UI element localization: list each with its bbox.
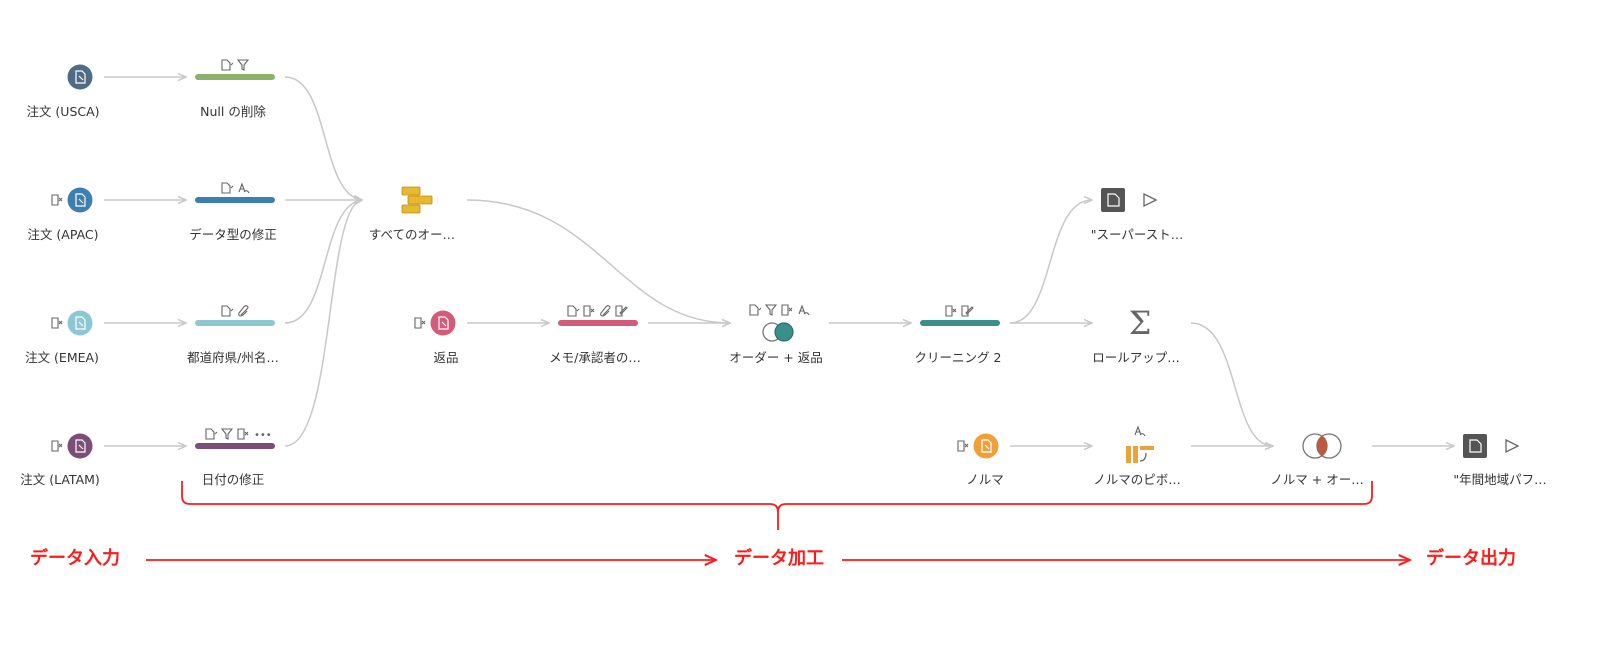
clean-step-memo[interactable] <box>558 305 638 326</box>
file-edit-icon <box>749 304 762 316</box>
more-icon: ••• <box>254 430 272 441</box>
node-label-memo: メモ/承認者の… <box>549 350 641 365</box>
input-node-returns[interactable] <box>414 310 456 336</box>
remove-field-icon <box>583 305 595 317</box>
clean-step-date[interactable]: ••• <box>195 428 275 449</box>
remove-field-icon <box>51 317 63 329</box>
union-icon <box>401 186 433 214</box>
clean-step-region[interactable] <box>195 305 275 326</box>
node-label-rollup: ロールアップ… <box>1092 350 1180 365</box>
node-label-join-orders-returns: オーダー + 返品 <box>729 350 823 365</box>
rename-icon <box>1134 426 1146 437</box>
node-label-null: Null の削除 <box>200 104 266 119</box>
file-edit-icon <box>221 305 234 317</box>
node-label-join-quota: ノルマ + オー… <box>1270 472 1364 487</box>
node-label-output-superstore: "スーパースト… <box>1090 227 1184 242</box>
output-step-superstore[interactable] <box>1101 188 1158 212</box>
remove-field-icon <box>51 194 63 206</box>
pivot-step-quota[interactable] <box>1126 426 1154 463</box>
pivot-icon <box>1126 446 1154 463</box>
node-label-pivot: ノルマのピボ… <box>1093 472 1181 487</box>
file-source-icon <box>75 70 86 84</box>
file-edit-icon <box>221 59 234 71</box>
clean-step-null[interactable] <box>195 59 275 80</box>
rename-icon <box>798 305 810 316</box>
edge-null-union <box>284 76 362 200</box>
remove-field-icon <box>237 428 249 440</box>
input-node-latam[interactable] <box>51 433 93 459</box>
output-file-icon <box>1469 439 1482 453</box>
processing-bracket <box>181 481 1373 530</box>
file-source-icon <box>438 316 449 330</box>
node-label-returns: 返品 <box>433 350 459 365</box>
edge-rollup-join <box>1190 322 1273 446</box>
pencil-icon <box>961 305 974 317</box>
edge-clean2-output <box>1009 200 1092 324</box>
aggregate-step-rollup[interactable]: Σ <box>1129 304 1152 342</box>
node-label-quota: ノルマ <box>966 472 1004 487</box>
link-icon <box>238 305 249 317</box>
file-edit-icon <box>221 182 234 194</box>
clean-step-2[interactable] <box>920 305 1000 326</box>
node-label-output-annual: "年間地域パフ… <box>1453 472 1547 487</box>
sigma-icon: Σ <box>1129 304 1152 342</box>
play-icon[interactable] <box>1143 192 1158 208</box>
annotation-process: データ加工 <box>734 548 824 569</box>
remove-field-icon <box>414 317 426 329</box>
node-label-union: すべてのオー… <box>368 227 456 242</box>
file-source-icon <box>75 316 86 330</box>
input-node-emea[interactable] <box>51 310 93 336</box>
annotation-output: データ出力 <box>1426 548 1516 569</box>
join-venn-icon <box>762 322 794 342</box>
node-label-date: 日付の修正 <box>201 472 265 487</box>
edge-region-union <box>284 200 362 324</box>
remove-field-icon <box>945 305 957 317</box>
file-source-icon <box>981 439 992 453</box>
link-icon <box>600 305 611 317</box>
join-step-orders-returns[interactable] <box>749 304 810 342</box>
input-node-quota[interactable] <box>957 433 999 459</box>
node-label-latam: 注文 (LATAM) <box>20 472 100 487</box>
filter-icon <box>221 428 233 440</box>
edge-date-union <box>284 200 362 447</box>
remove-field-icon <box>51 440 63 452</box>
output-file-icon <box>1107 193 1120 207</box>
input-node-usca[interactable] <box>67 64 93 90</box>
clean-step-type[interactable] <box>195 182 275 203</box>
rename-icon <box>238 183 250 194</box>
remove-field-icon <box>781 304 793 316</box>
filter-icon <box>765 304 777 316</box>
flow-edges <box>104 77 1454 446</box>
play-icon[interactable] <box>1505 438 1520 454</box>
join-venn-icon <box>1302 433 1342 459</box>
input-node-apac[interactable] <box>51 187 93 213</box>
node-label-type: データ型の修正 <box>189 227 277 242</box>
file-edit-icon <box>205 428 218 440</box>
node-label-usca: 注文 (USCA) <box>26 104 100 119</box>
join-step-quota[interactable] <box>1302 433 1342 459</box>
remove-field-icon <box>957 440 969 452</box>
file-source-icon <box>75 439 86 453</box>
file-edit-icon <box>567 305 580 317</box>
node-label-apac: 注文 (APAC) <box>27 227 99 242</box>
annotation-input: データ入力 <box>30 548 120 569</box>
file-source-icon <box>75 193 86 207</box>
union-step[interactable] <box>401 186 433 214</box>
output-step-annual[interactable] <box>1463 434 1520 458</box>
pencil-icon <box>615 305 628 317</box>
filter-icon <box>237 59 249 71</box>
node-label-region: 都道府県/州名… <box>187 350 279 365</box>
edge-union-join <box>466 199 730 323</box>
node-label-clean2: クリーニング 2 <box>914 350 1002 365</box>
node-label-emea: 注文 (EMEA) <box>25 350 99 365</box>
